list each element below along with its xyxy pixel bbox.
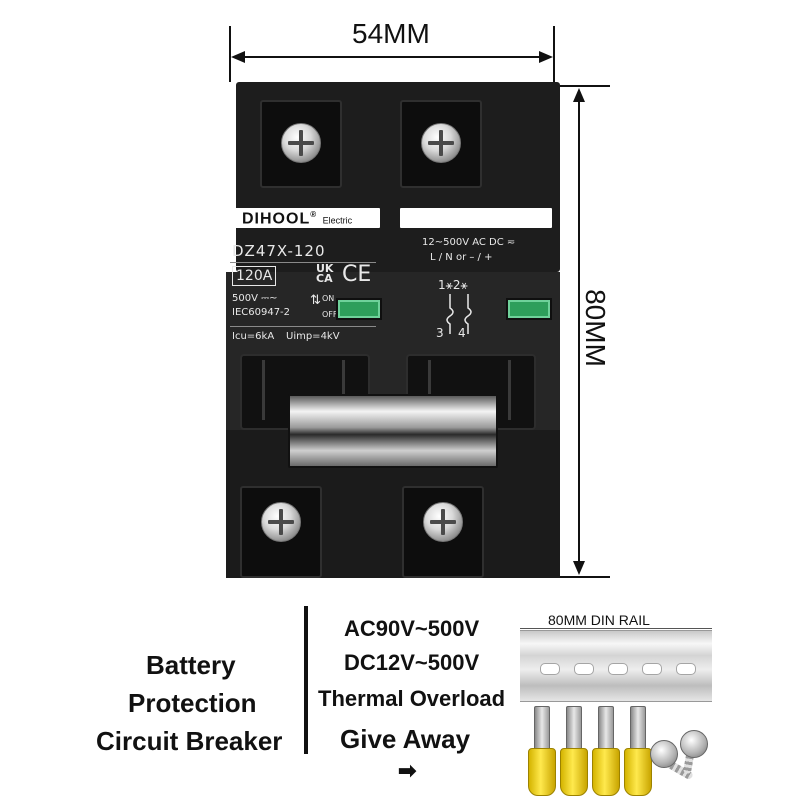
screw-icon <box>261 502 301 542</box>
indicator-window-left <box>336 298 382 320</box>
spec-ac-voltage: AC90V~500V <box>344 616 480 641</box>
rail-slot <box>608 663 628 675</box>
handle-rib <box>342 360 345 420</box>
ukca-mark: UK CA <box>316 262 334 285</box>
pole-label-3: 3 <box>436 326 444 340</box>
uimp-rating: Uimp=4kV <box>286 331 340 342</box>
handle-rib <box>428 360 431 420</box>
ukca-top: UK <box>316 262 334 275</box>
ac-dc-icon: ≂ <box>506 237 516 248</box>
terminal-top-right <box>400 100 482 188</box>
brand-mark: ® <box>310 210 318 219</box>
crimp-terminal-metal <box>566 706 582 752</box>
din-rail-label: 80MM DIN RAIL <box>548 612 650 628</box>
ac-dc-icon: ⎓~ <box>261 293 278 304</box>
voltage-value: 500V <box>232 293 258 304</box>
current-rating: 120A <box>232 266 277 286</box>
arrow-down-icon <box>573 561 585 575</box>
crimp-terminal-sleeve <box>560 748 588 796</box>
rail-slot <box>642 663 662 675</box>
off-label: OFF <box>322 310 338 319</box>
height-extension-bottom <box>560 576 610 578</box>
feature-protection: Protection <box>128 688 257 718</box>
ukca-bottom: CA <box>316 272 333 285</box>
crimp-terminal-sleeve <box>528 748 556 796</box>
rail-slot <box>676 663 696 675</box>
din-rail <box>520 630 712 702</box>
height-dimension-line <box>578 96 580 568</box>
icu-rating: Icu=6kA <box>232 331 275 342</box>
width-dimension-line <box>240 56 544 58</box>
crimp-terminal <box>528 706 556 796</box>
brand-sub: Electric <box>322 215 353 226</box>
terminal-bottom-left <box>240 486 322 578</box>
screw-icon <box>423 502 463 542</box>
arrow-right-icon <box>539 51 553 63</box>
spec-thermal-overload: Thermal Overload <box>318 686 506 711</box>
crimp-terminal <box>624 706 652 796</box>
pole-label-4: 4 <box>458 326 466 340</box>
feature-battery: Battery <box>146 650 236 680</box>
rail-slot <box>574 663 594 675</box>
crimp-terminal-metal <box>534 706 550 752</box>
terminal-bottom-right <box>402 486 484 578</box>
on-off-arrows-icon: ⇅ <box>310 293 321 308</box>
handle-rib <box>508 360 511 420</box>
terminal-top-left <box>260 100 342 188</box>
handle-tie-bar[interactable] <box>288 394 498 468</box>
screw-head <box>650 740 678 768</box>
screw-head <box>680 730 708 758</box>
voltage-range-text: 12~500V AC DC <box>422 237 504 248</box>
divider-line <box>230 262 376 263</box>
height-label: 80MM <box>579 289 611 367</box>
handle-rib <box>262 360 265 420</box>
arrow-right-icon: ➡ <box>398 758 417 783</box>
screw-icon <box>421 123 461 163</box>
crimp-terminal-metal <box>598 706 614 752</box>
rail-dimension-line <box>520 628 712 629</box>
divider-line <box>230 326 376 327</box>
width-label: 54MM <box>352 18 430 49</box>
crimp-terminal <box>592 706 620 796</box>
brand-name: DIHOOL <box>242 210 311 228</box>
screw-icon <box>281 123 321 163</box>
pole-top-labels: 1⚹2⚹ <box>438 278 468 292</box>
blank-label <box>400 208 552 228</box>
rail-slot <box>540 663 560 675</box>
height-extension-top <box>560 85 610 87</box>
on-label: ON <box>322 294 335 303</box>
width-extension-right <box>553 26 555 82</box>
crimp-terminal-sleeve <box>624 748 652 796</box>
polarity: L / N or – / + <box>430 252 493 263</box>
model-number: DZ47X-120 <box>232 242 326 260</box>
arrow-left-icon <box>231 51 245 63</box>
standard: IEC60947-2 <box>232 307 291 318</box>
voltage-range: 12~500V AC DC ≂ <box>422 237 515 248</box>
voltage-rating: 500V ⎓~ <box>232 293 277 304</box>
arrow-up-icon <box>573 88 585 102</box>
crimp-terminal-sleeve <box>592 748 620 796</box>
indicator-window-right <box>506 298 552 320</box>
brand-logo: DIHOOL® Electric <box>242 210 352 228</box>
crimp-terminal <box>560 706 588 796</box>
feature-circuit-breaker: Circuit Breaker <box>96 726 283 756</box>
ce-mark: CE <box>342 262 372 287</box>
circuit-breaker: DIHOOL® Electric DZ47X-120 120A UK CA CE… <box>226 82 560 578</box>
divider <box>304 606 308 754</box>
brand-label: DIHOOL® Electric <box>232 208 380 228</box>
give-away-label: Give Away <box>340 724 471 754</box>
spec-dc-voltage: DC12V~500V <box>344 650 480 675</box>
width-extension-left <box>229 26 231 82</box>
crimp-terminal-metal <box>630 706 646 752</box>
pole-diagram-icon <box>446 294 472 334</box>
